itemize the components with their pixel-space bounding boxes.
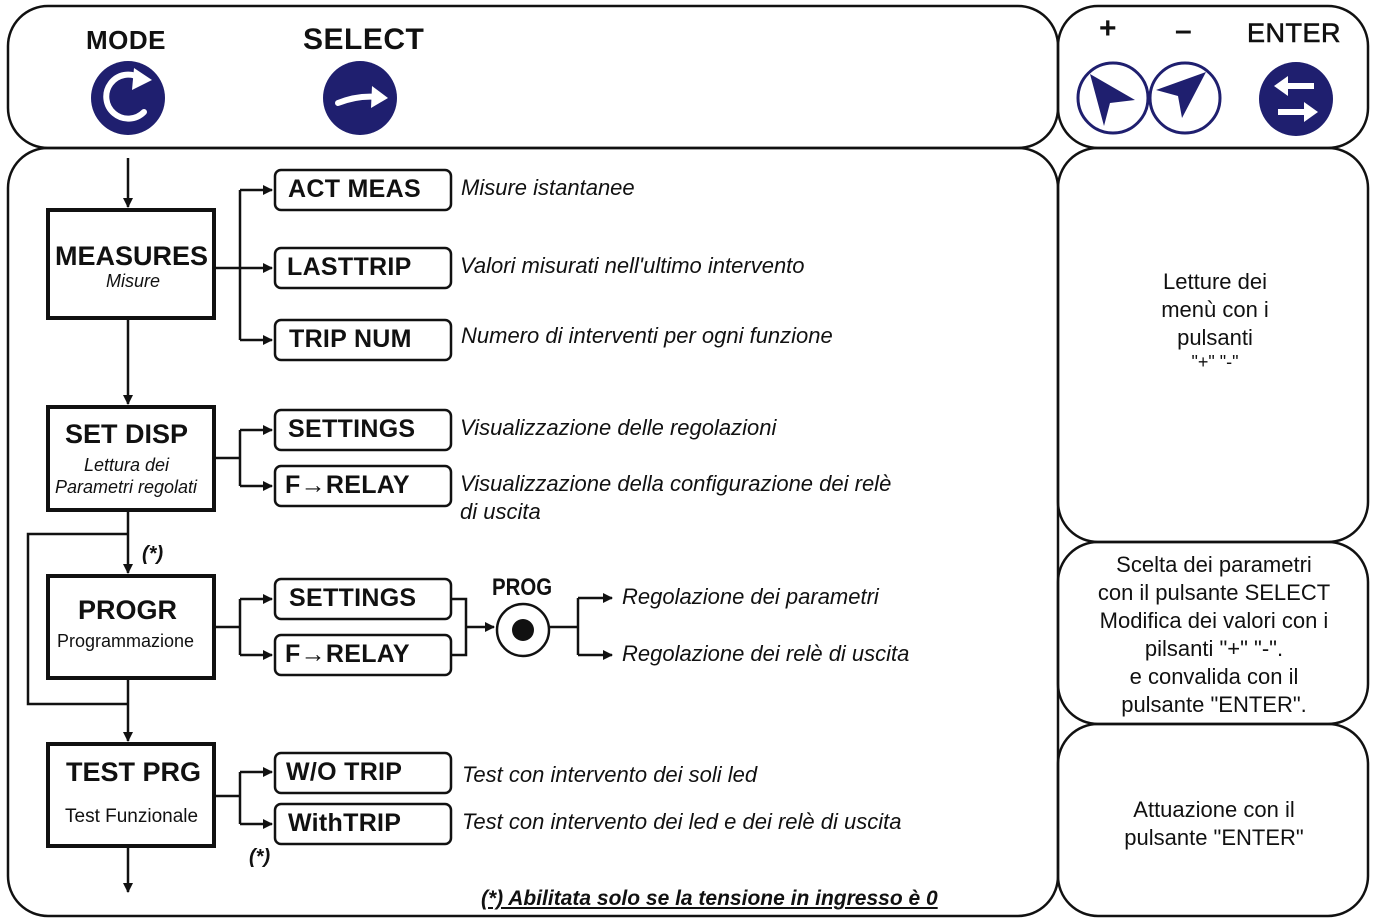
- side-text-actuation: Attuazione con il pulsante "ENTER": [1066, 796, 1362, 852]
- plus-button[interactable]: [1076, 61, 1150, 135]
- testprg-title: TEST PRG: [66, 757, 202, 787]
- selection-line-2: con il pulsante SELECT: [1097, 580, 1331, 605]
- setdisp-frelay-description-1: Visualizzazione della configurazione dei…: [460, 471, 892, 496]
- progr-settings-label: SETTINGS: [289, 584, 417, 612]
- minus-button[interactable]: [1148, 61, 1222, 135]
- reading-line-3: pulsanti: [1177, 325, 1253, 350]
- lasttrip-box[interactable]: [273, 246, 453, 290]
- select-label: SELECT: [303, 23, 425, 56]
- prog-label: PROG: [492, 574, 553, 601]
- main-panel: [6, 146, 1060, 918]
- side-text-reading: Letture dei menù con i pulsanti "+" "-": [1070, 268, 1360, 372]
- mode-label: MODE: [86, 25, 166, 55]
- withtrip-label: WithTRIP: [288, 809, 402, 837]
- enter-button[interactable]: [1259, 62, 1333, 136]
- asterisk-note-testprg: (*): [249, 846, 271, 868]
- actuation-line-2: pulsante "ENTER": [1124, 825, 1304, 850]
- tripnum-description: Numero di interventi per ogni funzione: [461, 323, 833, 348]
- act-meas-description: Misure istantanee: [461, 175, 635, 200]
- measures-title: MEASURES: [55, 241, 209, 271]
- progr-outcome-parameters: Regolazione dei parametri: [622, 584, 879, 609]
- setdisp-box[interactable]: [46, 405, 216, 512]
- enter-label: ENTER: [1247, 18, 1342, 49]
- progr-frelay-label: F→RELAY: [285, 640, 410, 668]
- footnote: (*) Abilitata solo se la tensione in ing…: [481, 887, 938, 910]
- select-button[interactable]: [323, 61, 397, 135]
- wotrip-label: W/O TRIP: [286, 758, 403, 786]
- measures-box[interactable]: [46, 208, 216, 320]
- wotrip-box[interactable]: [273, 751, 453, 795]
- setdisp-settings-label: SETTINGS: [288, 415, 416, 443]
- selection-line-5: e convalida con il: [1129, 664, 1299, 689]
- plus-label: +: [1099, 12, 1118, 45]
- setdisp-subtitle-1: Lettura dei: [84, 455, 170, 475]
- setdisp-frelay-description-2: di uscita: [460, 499, 541, 524]
- mode-button[interactable]: [91, 61, 165, 135]
- selection-line-3: Modifica dei valori con i: [1099, 608, 1329, 633]
- progr-title: PROGR: [78, 595, 178, 625]
- actuation-line-1: Attuazione con il: [1133, 797, 1295, 822]
- measures-subtitle: Misure: [106, 271, 161, 291]
- setdisp-subtitle-2: Parametri regolati: [55, 477, 198, 497]
- selection-line-6: pulsante "ENTER".: [1121, 692, 1307, 717]
- setdisp-frelay-box[interactable]: [273, 464, 453, 508]
- testprg-box[interactable]: [46, 742, 216, 848]
- setdisp-settings-description: Visualizzazione delle regolazioni: [460, 415, 777, 440]
- setdisp-frelay-label: F→RELAY: [285, 471, 410, 499]
- act-meas-label: ACT MEAS: [288, 175, 421, 203]
- setdisp-settings-box[interactable]: [273, 408, 453, 452]
- lasttrip-label: LASTTRIP: [287, 253, 412, 281]
- tripnum-label: TRIP NUM: [289, 325, 412, 353]
- reading-line-2: menù con i: [1161, 297, 1269, 322]
- side-panel-actuation: [1056, 722, 1370, 918]
- reading-line-4: "+" "-": [1191, 352, 1239, 372]
- progr-subtitle: Programmazione: [57, 631, 195, 651]
- selection-line-4: pilsanti "+" "-".: [1144, 636, 1284, 661]
- asterisk-note-progr: (*): [142, 543, 164, 565]
- lasttrip-description: Valori misurati nell'ultimo intervento: [460, 253, 805, 278]
- prog-key-icon[interactable]: [495, 602, 551, 658]
- withtrip-box[interactable]: [273, 802, 453, 846]
- testprg-subtitle: Test Funzionale: [65, 806, 199, 827]
- progr-outcome-relays: Regolazione dei relè di uscita: [622, 641, 910, 666]
- tripnum-box[interactable]: [273, 318, 453, 362]
- reading-line-1: Letture dei: [1163, 269, 1267, 294]
- progr-box[interactable]: [46, 574, 216, 680]
- setdisp-title: SET DISP: [65, 419, 189, 449]
- selection-line-1: Scelta dei parametri: [1116, 552, 1312, 577]
- wotrip-description: Test con intervento dei soli led: [462, 762, 758, 787]
- withtrip-description: Test con intervento dei led e dei relè d…: [462, 809, 902, 834]
- act-meas-box[interactable]: [273, 168, 453, 212]
- side-text-selection: Scelta dei parametri con il pulsante SEL…: [1066, 551, 1362, 719]
- minus-label: –: [1175, 14, 1193, 47]
